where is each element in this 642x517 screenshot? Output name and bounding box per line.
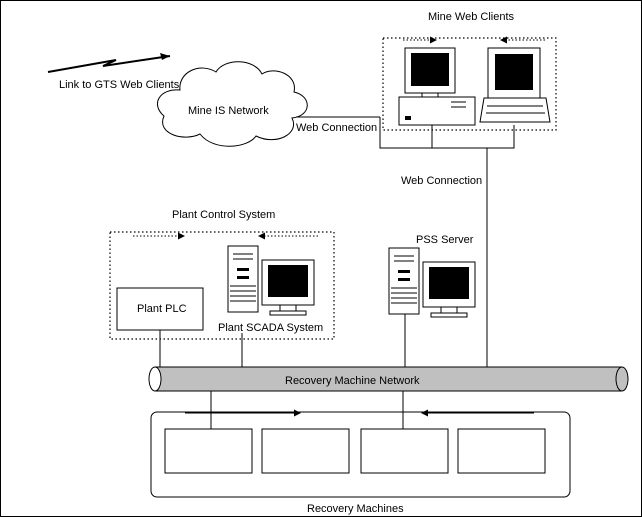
web-connection-label-top: Web Connection <box>296 122 377 134</box>
tower-server-icon-2 <box>388 247 420 315</box>
tower-server-icon <box>227 245 259 313</box>
recovery-machine-box-1 <box>164 428 253 474</box>
web-connection-label-middle: Web Connection <box>401 175 482 187</box>
monitor-icon <box>261 259 315 316</box>
mine-is-network-label: Mine IS Network <box>188 105 269 117</box>
recovery-machine-box-2 <box>261 428 350 474</box>
recovery-machine-box-3 <box>360 428 449 474</box>
plant-plc-box <box>116 287 204 331</box>
recovery-machines-label: Recovery Machines <box>307 503 404 515</box>
mine-web-clients-group <box>382 37 557 131</box>
plant-control-system-group <box>109 231 335 340</box>
plant-plc-label: Plant PLC <box>137 303 187 315</box>
laptop-icon <box>479 47 551 123</box>
monitor-icon-2 <box>422 261 476 318</box>
recovery-machine-network-label: Recovery Machine Network <box>285 375 420 387</box>
plant-scada-label: Plant SCADA System <box>218 322 323 334</box>
desktop-computer-icon <box>398 47 476 126</box>
client-connection-line <box>379 117 515 149</box>
recovery-machine-network-pipe <box>148 366 629 392</box>
recovery-machine-box-4 <box>457 428 546 474</box>
link-to-gts-label: Link to GTS Web Clients <box>59 79 180 91</box>
mine-web-clients-label: Mine Web Clients <box>428 11 514 23</box>
plant-control-system-label: Plant Control System <box>172 209 275 221</box>
lightning-icon <box>47 53 171 73</box>
cloud-icon <box>157 61 308 147</box>
pss-server-label: PSS Server <box>416 234 474 246</box>
